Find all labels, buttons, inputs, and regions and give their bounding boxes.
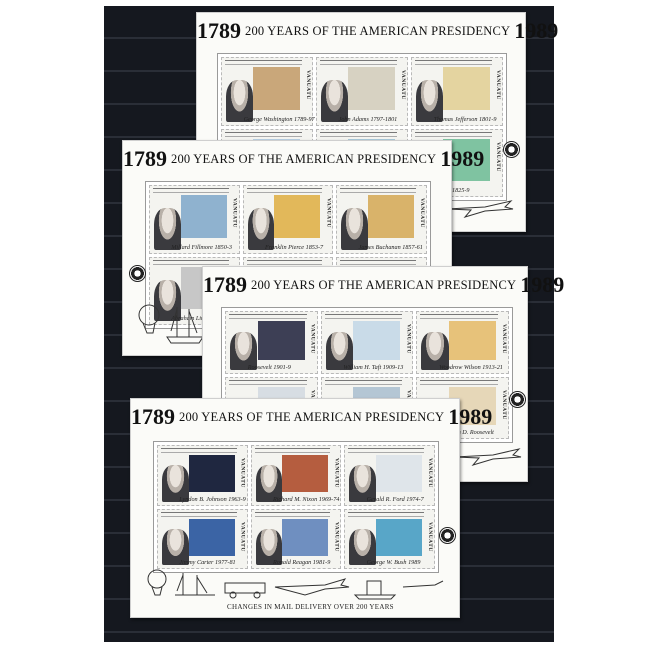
president-portrait <box>255 528 283 565</box>
president-portrait <box>255 465 283 502</box>
sheet-title: 1789 200 YEARS OF THE AMERICAN PRESIDENC… <box>131 404 493 429</box>
president-portrait <box>321 80 348 122</box>
president-portrait <box>247 208 275 250</box>
president-portrait <box>416 80 443 122</box>
concorde-jet-icon <box>446 200 514 218</box>
president-portrait <box>349 465 376 502</box>
stamp-scene <box>253 67 300 110</box>
anniversary-emblem-icon <box>439 527 456 544</box>
mail-transport-history-illustration <box>147 569 444 600</box>
anniversary-emblem-icon <box>503 141 520 158</box>
sheet-title: 1789 200 YEARS OF THE AMERICAN PRESIDENC… <box>197 18 559 43</box>
footer-caption: CHANGES IN MAIL DELIVERY OVER 200 YEARS <box>227 603 394 611</box>
president-portrait <box>349 528 376 565</box>
president-portrait <box>162 528 189 565</box>
stamp-sheet-4: 1789 200 YEARS OF THE AMERICAN PRESIDENC… <box>130 398 493 618</box>
president-portrait <box>154 208 181 250</box>
sheet-title: 1789 200 YEARS OF THE AMERICAN PRESIDENC… <box>123 146 485 171</box>
anniversary-emblem-icon <box>509 391 526 408</box>
president-portrait <box>421 332 449 370</box>
president-portrait <box>230 332 258 370</box>
sheet-title: 1789 200 YEARS OF THE AMERICAN PRESIDENC… <box>203 272 565 297</box>
president-portrait <box>226 80 253 122</box>
president-portrait <box>162 465 189 502</box>
balloon-and-ship-icon <box>138 304 204 344</box>
anniversary-emblem-icon <box>129 265 146 282</box>
president-portrait <box>341 208 368 250</box>
concorde-jet-icon <box>454 448 522 466</box>
president-portrait <box>154 279 181 321</box>
president-portrait <box>325 332 353 370</box>
